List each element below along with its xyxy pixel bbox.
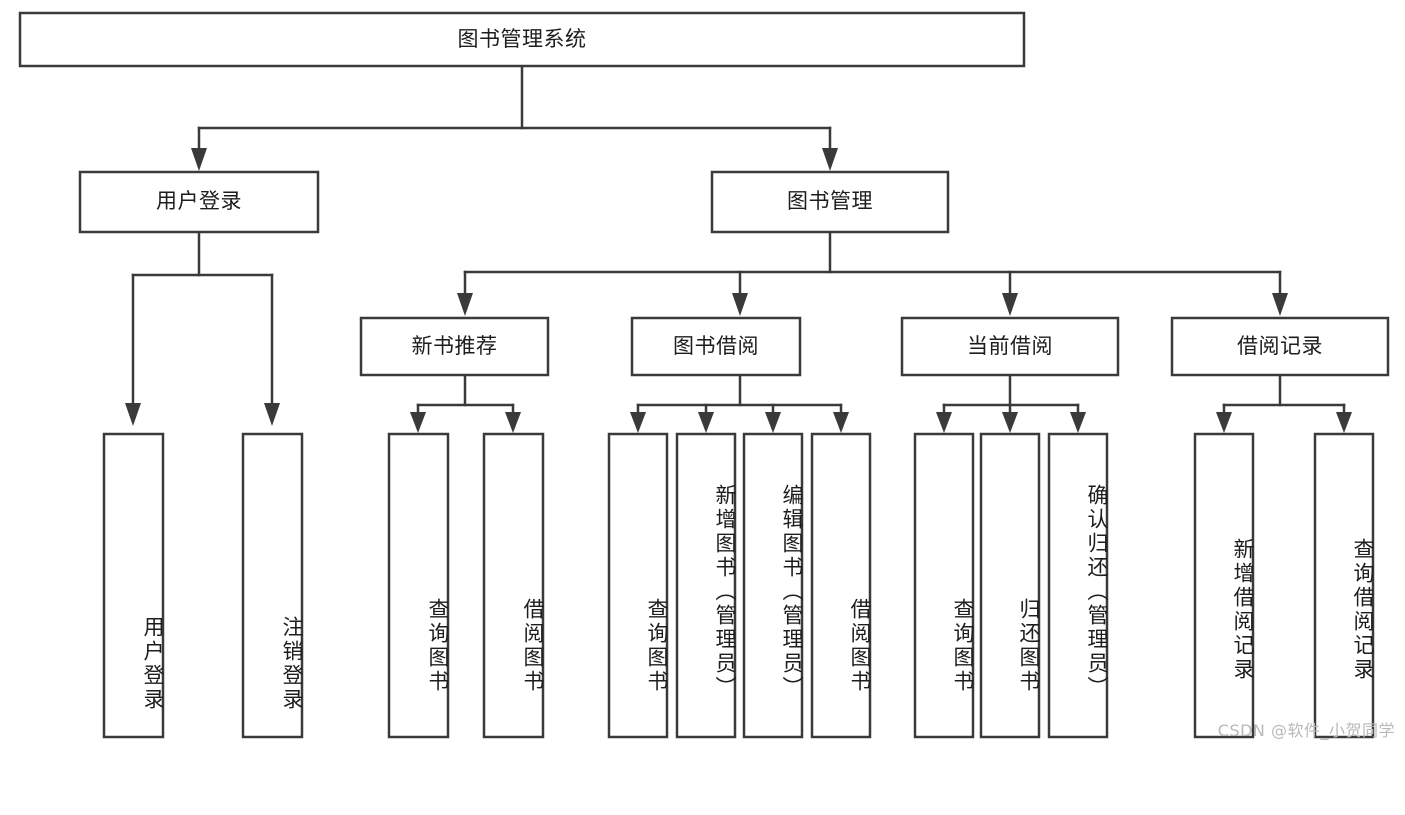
node-box-new-book-recommend[interactable] <box>359 316 550 377</box>
node-box-root[interactable] <box>18 11 1026 68</box>
node-box-leaf-br-query-record[interactable] <box>1313 432 1375 739</box>
csdn-watermark: CSDN @软件_小贺同学 <box>1217 721 1395 740</box>
connectors-root-to-level1 <box>191 64 838 171</box>
arrow-head-cb-query-book <box>936 412 952 433</box>
arrow-head-leaf-logout <box>264 403 280 426</box>
arrow-head-cb-return-book <box>1002 412 1018 433</box>
arrow-head-bb-query-book <box>630 412 646 433</box>
node-box-leaf-bb-edit-book[interactable] <box>742 432 804 739</box>
node-box-user-login[interactable] <box>78 170 320 234</box>
connectors-book-manage-to-level2 <box>457 230 1288 316</box>
node-box-borrow-record[interactable] <box>1170 316 1390 377</box>
arrow-head-bb-add-book <box>698 412 714 433</box>
arrow-head-book-borrow <box>732 293 748 316</box>
node-box-leaf-user-login[interactable] <box>102 432 165 739</box>
connectors-book-borrow-to-leaves <box>630 373 849 433</box>
book-management-system-diagram: 图书管理系统 用户登录 图书管理 新书推荐 图书借阅 当前借阅 借阅记录 用户登… <box>18 11 1395 740</box>
arrow-head-nb-query-book <box>410 412 426 433</box>
arrow-head-book-manage <box>822 148 838 171</box>
connectors-user-login-to-leaves <box>125 230 280 426</box>
node-box-leaf-br-add-record[interactable] <box>1193 432 1255 739</box>
node-box-leaf-nb-borrow-book[interactable] <box>482 432 545 739</box>
arrow-head-cb-confirm-return <box>1070 412 1086 433</box>
node-box-leaf-cb-return-book[interactable] <box>979 432 1041 739</box>
node-box-leaf-bb-add-book[interactable] <box>675 432 737 739</box>
arrow-head-new-book <box>457 293 473 316</box>
node-box-leaf-cb-confirm-return[interactable] <box>1047 432 1109 739</box>
arrow-head-br-add-record <box>1216 412 1232 433</box>
node-box-leaf-logout[interactable] <box>241 432 304 739</box>
connectors-borrow-record-to-leaves <box>1216 373 1352 433</box>
node-box-current-borrow[interactable] <box>900 316 1120 377</box>
arrow-head-bb-edit-book <box>765 412 781 433</box>
node-box-book-borrow[interactable] <box>630 316 802 377</box>
arrow-head-current-borrow <box>1002 293 1018 316</box>
node-box-book-manage[interactable] <box>710 170 950 234</box>
node-box-leaf-cb-query-book[interactable] <box>913 432 975 739</box>
arrow-head-user-login <box>191 148 207 171</box>
arrow-head-br-query-record <box>1336 412 1352 433</box>
diagram-canvas <box>18 11 1390 739</box>
arrow-head-bb-borrow-book <box>833 412 849 433</box>
node-box-leaf-nb-query-book[interactable] <box>387 432 450 739</box>
node-box-leaf-bb-query-book[interactable] <box>607 432 669 739</box>
node-box-leaf-bb-borrow-book[interactable] <box>810 432 872 739</box>
arrow-head-leaf-user-login <box>125 403 141 426</box>
connectors-current-borrow-to-leaves <box>936 373 1086 433</box>
arrow-head-borrow-record <box>1272 293 1288 316</box>
connectors-new-book-to-leaves <box>410 373 521 433</box>
arrow-head-nb-borrow-book <box>505 412 521 433</box>
